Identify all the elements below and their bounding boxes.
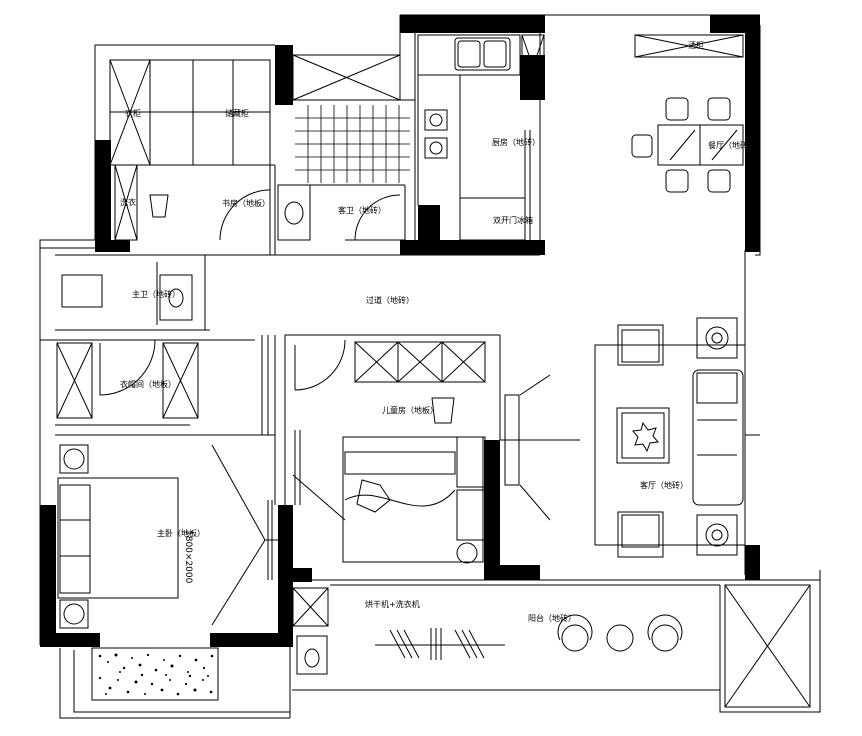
master-bathroom (61, 262, 193, 325)
label-bathroom-sink: 洗衣 (120, 197, 136, 207)
gravel-planter (91, 647, 219, 701)
label-corridor: 过道（地砖） (366, 295, 414, 305)
label-kids-room: 儿童房（地板） (382, 405, 438, 415)
label-kitchen: 厨房（地砖） (492, 137, 540, 147)
label-wine: 酒柜 (688, 40, 704, 50)
label-storage: 衣柜 (125, 108, 141, 118)
label-balcony: 阳台（地砖） (528, 613, 576, 623)
window-frames (40, 247, 760, 436)
storage-cabinet (109, 59, 271, 241)
label-fridge: 双开门冰箱 (493, 215, 533, 225)
dining-area (631, 34, 744, 193)
master-bedroom (57, 335, 290, 629)
label-cabinet: 储藏柜 (225, 108, 249, 118)
label-cloakroom: 衣帽间（地板） (120, 379, 176, 389)
structural-walls (40, 15, 760, 647)
kids-room (292, 339, 580, 564)
balcony (292, 584, 811, 708)
label-dining: 餐厅（地砖） (708, 140, 756, 150)
kitchen (417, 34, 545, 241)
label-living: 客厅（地砖） (640, 480, 688, 490)
label-study: 书房（地板） (222, 198, 270, 208)
label-guest-bath: 客卫（地砖） (338, 205, 386, 215)
label-laundry: 烘干机+洗衣机 (365, 599, 420, 609)
guest-bathroom (277, 54, 410, 241)
label-bed-size: 1800×2000 (183, 530, 193, 584)
living-room (594, 317, 760, 558)
room-labels: 衣柜 储藏柜 洗衣 书房（地板） 客卫（地砖） 厨房（地砖） 双开门冰箱 酒柜 … (120, 40, 756, 623)
label-master-bedroom: 主卧（地板） (157, 528, 205, 538)
label-master-bath: 主卫（地砖） (132, 289, 180, 299)
cloakroom (56, 339, 199, 419)
